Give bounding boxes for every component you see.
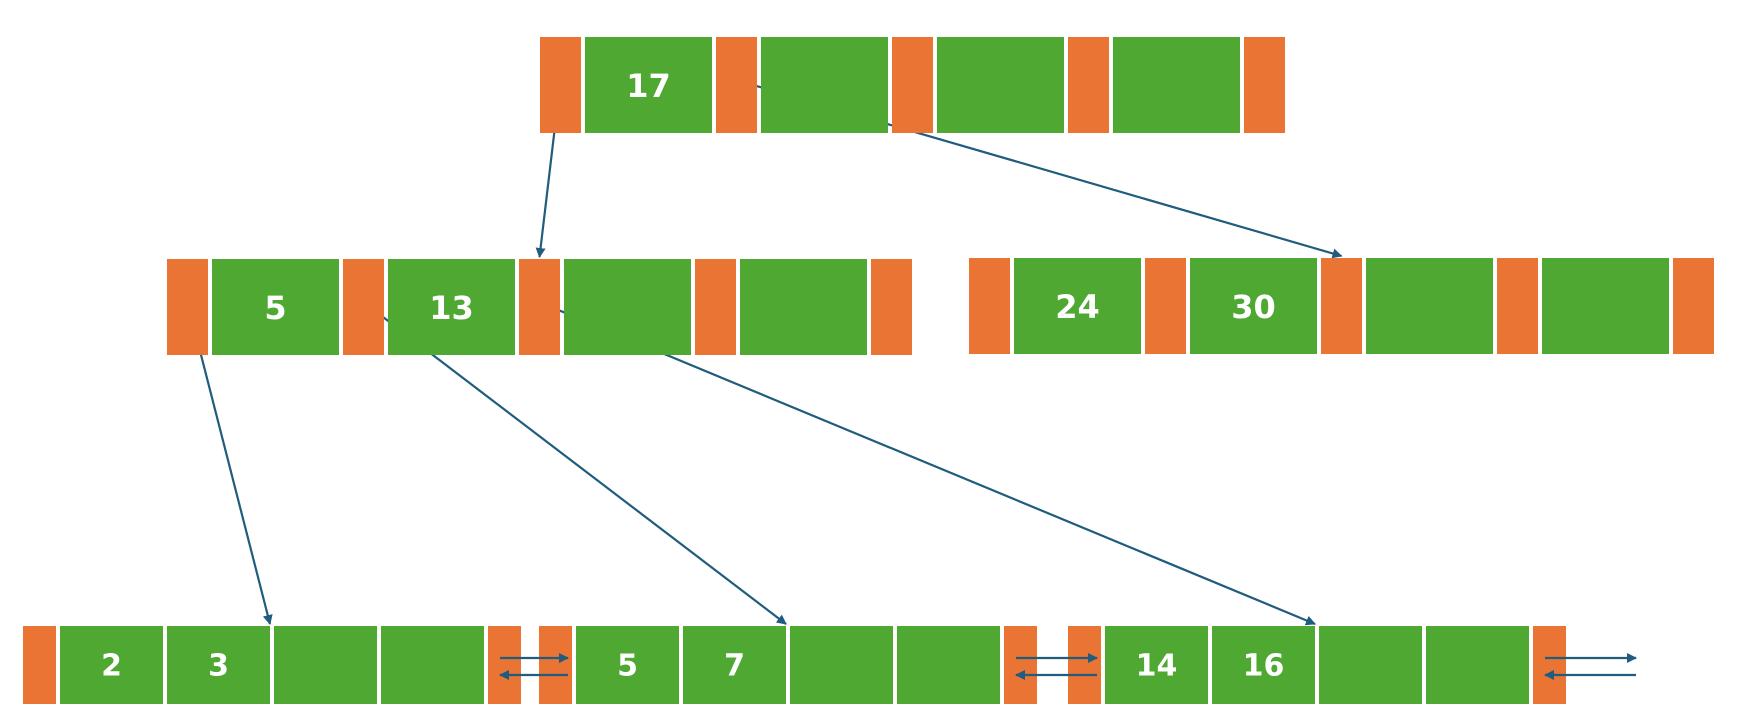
node-internal_right: 24 30 [969, 258, 1714, 354]
key-cell [761, 37, 888, 133]
key-cell [1366, 258, 1493, 354]
sibling-link-leaf_1-leaf_2 [499, 653, 569, 680]
sibling-links-layer [499, 653, 1637, 680]
pointer-cell [1004, 626, 1037, 704]
pointer-cell [892, 37, 933, 133]
key-label: 5 [617, 649, 638, 684]
pointer-cell [1497, 258, 1538, 354]
sibling-link-leaf_2-leaf_3 [1015, 653, 1098, 680]
pointer-cell [1244, 37, 1285, 133]
key-cell [585, 37, 712, 133]
key-label: 5 [264, 289, 286, 327]
key-cell [388, 259, 515, 355]
key-label: 17 [626, 67, 671, 105]
pointer-cell [167, 259, 208, 355]
key-cell [1212, 626, 1315, 704]
key-cell [937, 37, 1064, 133]
node-root: 17 [540, 37, 1285, 133]
node-internal_left: 5 13 [167, 259, 912, 355]
key-cell [381, 626, 484, 704]
key-label: 3 [208, 649, 229, 684]
key-label: 7 [724, 649, 745, 684]
pointer-cell [343, 259, 384, 355]
key-label: 2 [101, 649, 122, 684]
key-cell [564, 259, 691, 355]
pointer-cell [1533, 626, 1566, 704]
key-cell [1190, 258, 1317, 354]
key-cell [212, 259, 339, 355]
pointer-cell [488, 626, 521, 704]
pointer-cell [695, 259, 736, 355]
pointer-cell [540, 37, 581, 133]
key-label: 30 [1231, 288, 1276, 326]
key-cell [60, 626, 163, 704]
pointer-cell [1673, 258, 1714, 354]
key-cell [274, 626, 377, 704]
sibling-link-leaf_3-next [1544, 653, 1637, 680]
key-cell [1105, 626, 1208, 704]
key-cell [1426, 626, 1529, 704]
node-leaf_3: 14 16 [1068, 626, 1566, 704]
key-cell [1319, 626, 1422, 704]
pointer-cell [1068, 37, 1109, 133]
pointer-cell [519, 259, 560, 355]
key-cell [740, 259, 867, 355]
edge-arrow-internal_left-to-leaf_1 [186, 301, 273, 625]
pointer-cell [539, 626, 572, 704]
pointer-cell [969, 258, 1010, 354]
edge-arrow-internal_left-to-leaf_3 [539, 301, 1316, 626]
key-label: 13 [429, 289, 474, 327]
key-cell [167, 626, 270, 704]
key-cell [1014, 258, 1141, 354]
edge-arrow-internal_left-to-leaf_2 [362, 301, 787, 625]
pointer-cell [1068, 626, 1101, 704]
pointer-cell [23, 626, 56, 704]
key-cell [683, 626, 786, 704]
pointer-cell [871, 259, 912, 355]
pointer-cell [716, 37, 757, 133]
key-label: 24 [1055, 288, 1100, 326]
key-label: 14 [1136, 649, 1178, 684]
pointer-cell [1321, 258, 1362, 354]
key-cell [790, 626, 893, 704]
key-cell [1113, 37, 1240, 133]
pointer-cell [1145, 258, 1186, 354]
key-cell [1542, 258, 1669, 354]
key-label: 16 [1243, 649, 1285, 684]
key-cell [897, 626, 1000, 704]
key-cell [576, 626, 679, 704]
